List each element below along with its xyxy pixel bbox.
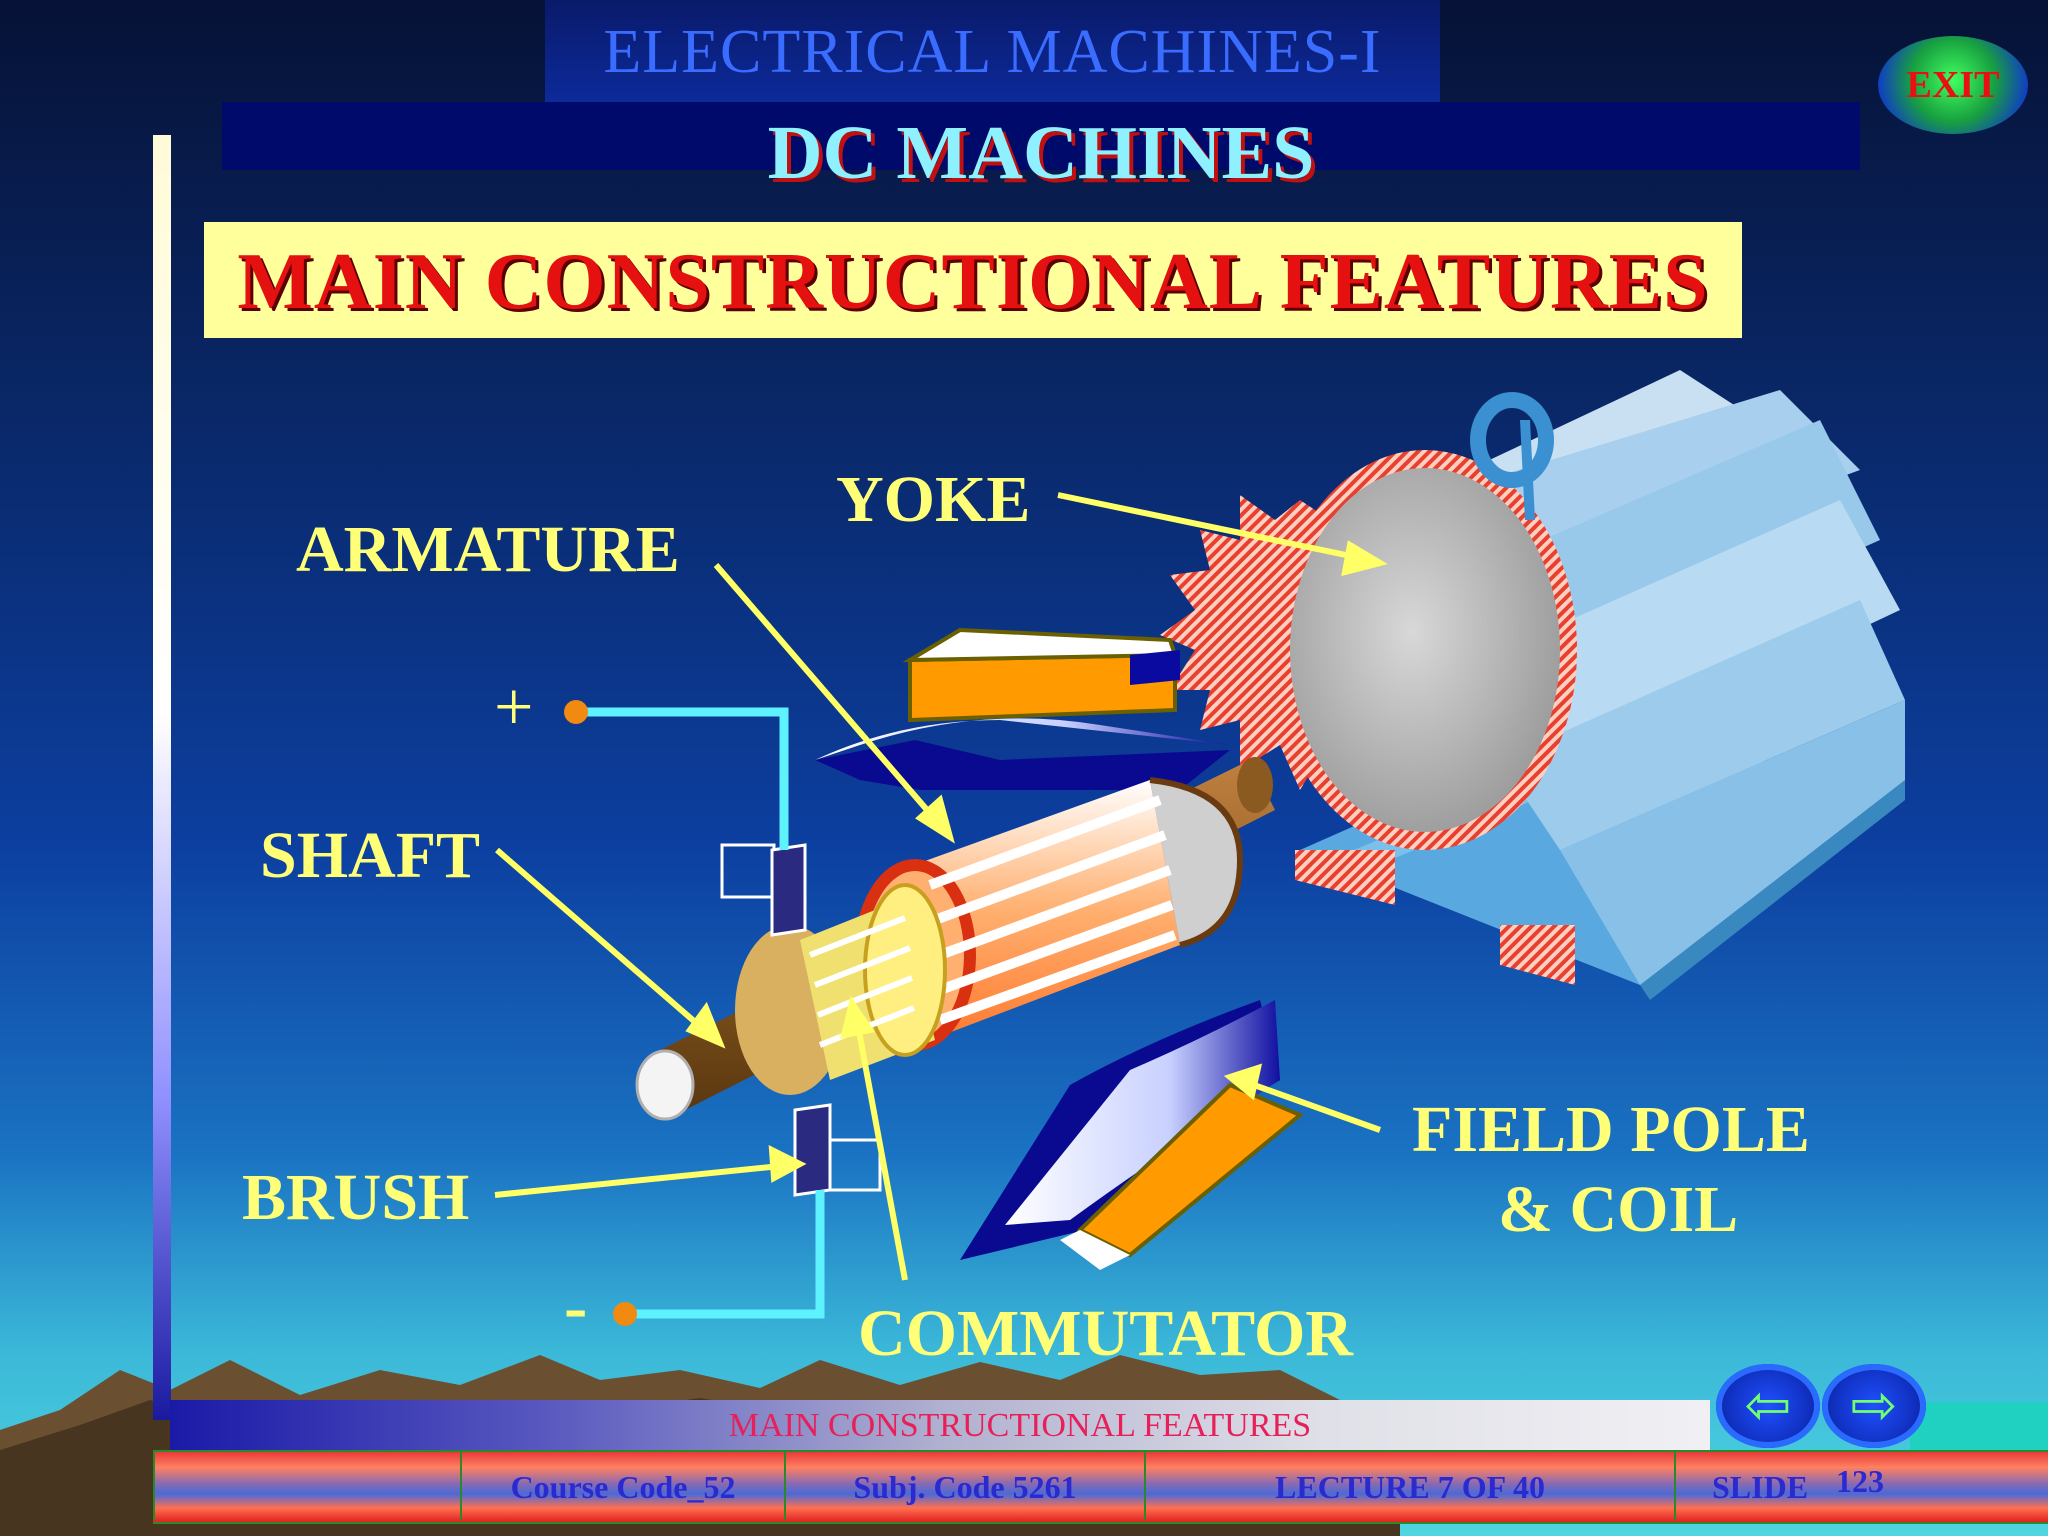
top-field-pole <box>815 627 1230 790</box>
right-arrow-icon: ⇨ <box>1850 1375 1898 1437</box>
bottom-brush <box>793 1103 882 1197</box>
dc-machine-illustration <box>494 370 1905 1326</box>
subject-code: Subj. Code 5261 <box>784 1450 1144 1520</box>
slide-number: 123 <box>1836 1463 1885 1499</box>
lecture-number: LECTURE 7 OF 40 <box>1144 1450 1674 1520</box>
yoke-assembly <box>1160 370 1905 1000</box>
top-brush <box>720 843 807 937</box>
commutator <box>735 883 947 1095</box>
armature-arrow <box>713 563 943 827</box>
topic-title: DC MACHINES <box>767 111 1315 195</box>
bottom-section-caption: MAIN CONSTRUCTIONAL FEATURES <box>728 1407 1312 1444</box>
negative-terminal <box>613 1302 637 1326</box>
plus-sign: + <box>494 669 534 746</box>
brush-label: BRUSH <box>242 1161 470 1234</box>
bottom-field-pole <box>960 1000 1304 1270</box>
positive-terminal <box>564 700 588 724</box>
section-title-box <box>204 222 1742 338</box>
brush-arrow <box>494 1162 791 1198</box>
footer-empty-cell <box>153 1450 460 1520</box>
slide-label: SLIDE <box>1712 1469 1809 1505</box>
shaft-arrow <box>495 847 712 1038</box>
shaft-label: SHAFT <box>260 819 481 892</box>
armature-label: ARMATURE <box>296 513 680 586</box>
left-arrow-icon: ⇦ <box>1744 1375 1792 1437</box>
footer-bar <box>153 1450 2048 1524</box>
next-slide-button[interactable]: ⇨ <box>1822 1364 1926 1448</box>
minus-sign: - <box>564 1269 588 1346</box>
course-title: ELECTRICAL MACHINES-I <box>545 0 1440 102</box>
field-coil-label: & COIL <box>1498 1173 1739 1246</box>
teal-strip <box>1910 1402 2048 1452</box>
negative-wire <box>625 1190 825 1319</box>
exit-button[interactable]: EXIT <box>1878 36 2028 134</box>
caption-bar <box>170 1400 1710 1450</box>
slide-indicator: SLIDE 123 <box>1674 1450 2048 1520</box>
course-code: Course Code_52 <box>460 1450 784 1520</box>
previous-slide-button[interactable]: ⇦ <box>1716 1364 1820 1448</box>
topic-bar <box>222 102 1860 170</box>
left-accent-bar <box>153 135 171 1420</box>
section-title: MAIN CONSTRUCTIONAL FEATURES <box>237 238 1709 326</box>
field-pole-label: FIELD POLE <box>1412 1093 1810 1166</box>
positive-wire <box>576 707 789 850</box>
field-pole-arrow <box>1238 1077 1382 1133</box>
commutator-arrow <box>853 1014 908 1281</box>
yoke-arrow <box>1057 492 1371 563</box>
yoke-label: YOKE <box>836 463 1031 536</box>
commutator-label: COMMUTATOR <box>858 1297 1353 1370</box>
